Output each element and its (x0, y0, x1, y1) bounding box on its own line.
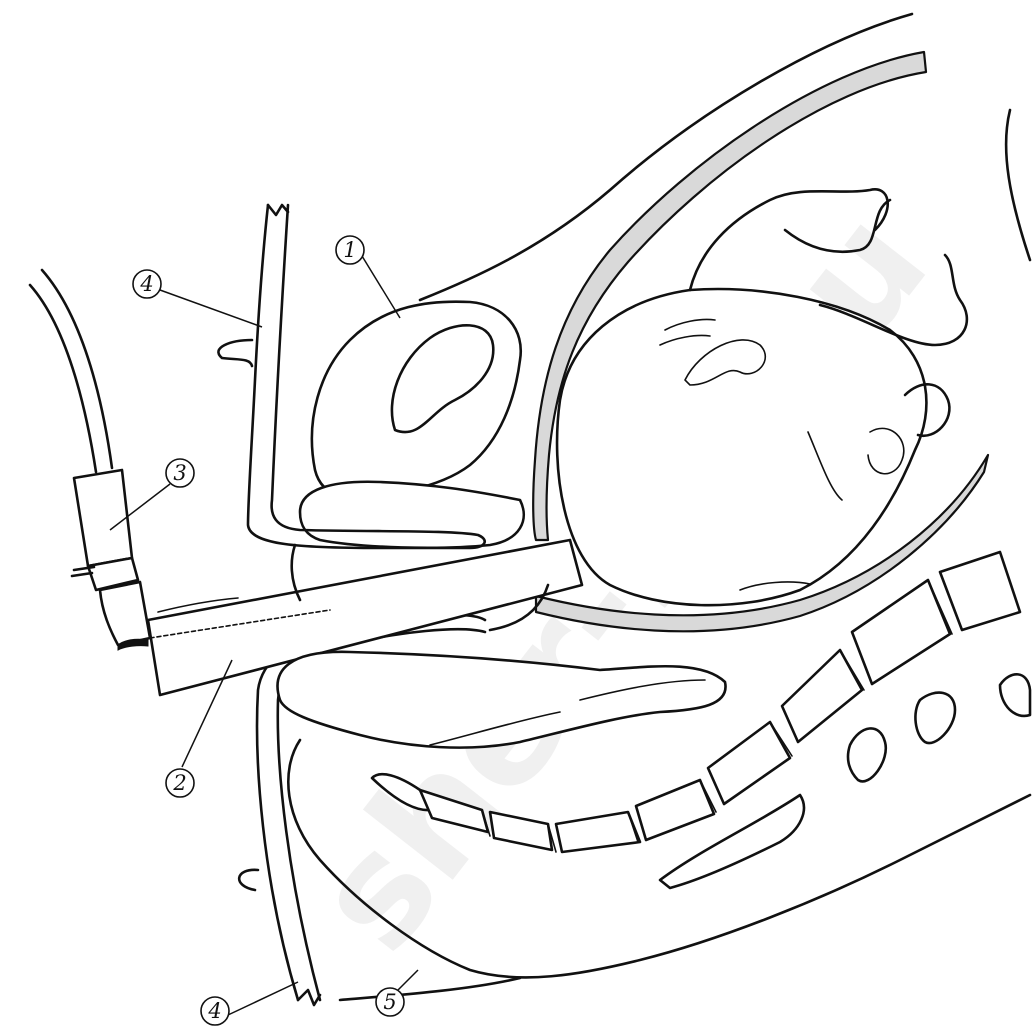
bone-fragment-2 (915, 693, 955, 744)
svg-text:4: 4 (139, 272, 153, 296)
svg-text:3: 3 (173, 461, 186, 485)
light-cable (30, 270, 112, 472)
leader-4-top (160, 290, 262, 327)
svg-text:5: 5 (383, 990, 396, 1014)
marker-3: 3 (166, 459, 194, 487)
marker-4-top: 4 (133, 270, 161, 298)
bone-fragment-1 (848, 728, 886, 781)
bone-fragment-3 (1000, 674, 1030, 716)
marker-1: 1 (336, 236, 364, 264)
speculum-lower-notch (239, 870, 258, 890)
marker-5: 5 (376, 988, 404, 1016)
svg-text:4: 4 (207, 999, 221, 1023)
svg-text:2: 2 (172, 771, 186, 795)
anus-cleft (340, 978, 520, 1000)
marker-2: 2 (166, 769, 194, 797)
light-source-handle (74, 470, 132, 566)
speculum-upper-handle-tip (268, 205, 288, 215)
eyepiece (100, 582, 150, 645)
abdominal-wall-outline-lower (1006, 110, 1030, 260)
fetal-head (557, 289, 926, 605)
speculum-upper-notch (218, 340, 252, 366)
marker-4-bottom: 4 (201, 997, 229, 1025)
bladder (312, 302, 521, 497)
leader-1 (362, 256, 400, 318)
rectum (278, 652, 726, 748)
leader-4-bottom (228, 982, 298, 1015)
svg-text:1: 1 (343, 238, 356, 262)
pubic-symphysis (300, 482, 524, 548)
